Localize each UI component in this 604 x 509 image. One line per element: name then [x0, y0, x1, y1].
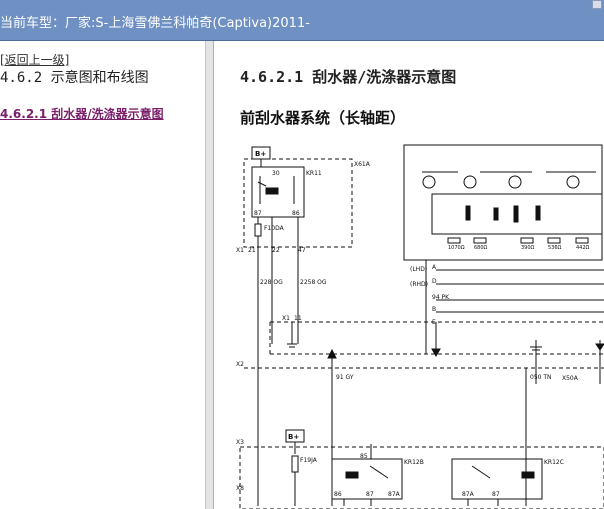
nav-section-heading: 4.6.2 示意图和布线图 — [0, 70, 149, 86]
window-title: 当前车型：厂家:S-上海雪佛兰科帕奇(Captiva)2011- — [0, 16, 310, 31]
b-plus-label-top: B+ — [255, 150, 266, 158]
x50a-label: X50A — [562, 375, 579, 382]
window-title-bar: 当前车型：厂家:S-上海雪佛兰科帕奇(Captiva)2011- — [0, 0, 604, 41]
resistor-4-label: 536Ω — [548, 245, 562, 251]
pin-47-label: 47 — [298, 247, 306, 254]
wire-050-label: 050 TN — [530, 374, 552, 381]
resistor-2-label: 680Ω — [474, 245, 488, 251]
x50a-fuse-box — [239, 446, 604, 509]
resistor-5-label: 442Ω — [576, 245, 590, 251]
document-content: 4.6.2.1 刮水器/洗涤器示意图 前刮水器系统（长轴距） — [214, 41, 604, 509]
pin-21-label: 21 — [248, 247, 256, 254]
pin-30-label: 30 — [272, 170, 280, 177]
x1-top-label: X1 — [236, 247, 244, 254]
resistor-row — [447, 237, 589, 244]
wire-94-label: 94 PK — [432, 294, 450, 301]
f10da-label: F10DA — [264, 225, 285, 232]
x61a-label: X61A — [354, 161, 371, 168]
pin-86-mid-label: 86 — [334, 491, 342, 498]
b-plus-label-mid: B+ — [288, 433, 299, 441]
kr11-relay — [251, 166, 305, 218]
rhd-label: (RHD) — [410, 281, 428, 288]
nav-link-wiper-schematic[interactable]: 4.6.2.1 刮水器/洗涤器示意图 — [0, 107, 164, 121]
f19ja-label: F19JA — [300, 457, 318, 464]
resistor-3-label: 390Ω — [521, 245, 535, 251]
pin-85-label: 85 — [360, 453, 368, 460]
pane-splitter[interactable] — [205, 41, 214, 509]
pin-87-mid-label: 87 — [366, 491, 374, 498]
pin-87-label: 87 — [254, 210, 262, 217]
pin-22-label: 22 — [272, 247, 280, 254]
x3-label: X3 — [236, 439, 244, 446]
kr12b-label: KR12B — [404, 459, 424, 466]
kr12c-label: KR12C — [544, 459, 564, 466]
x8-label: X8 — [236, 485, 244, 492]
pin-87a-label: 87A — [388, 491, 401, 498]
section-title: 4.6.2.1 刮水器/洗涤器示意图 — [240, 68, 457, 86]
terminal-a-label: A — [432, 264, 437, 271]
x1-label: X1 — [282, 315, 290, 322]
wire-2258-label: 2258 OG — [300, 279, 327, 286]
diagram-subtitle: 前刮水器系统（长轴距） — [240, 109, 406, 127]
wiring-diagram: B+ X61A KR11 30 87 86 F10DA X1 21 22 47 … — [236, 144, 604, 509]
resistor-1-label: 1070Ω — [448, 245, 465, 251]
kr12c-relay — [451, 458, 543, 500]
terminal-d-label: D — [432, 278, 437, 285]
pin-87a-right-label: 87A — [462, 491, 475, 498]
f10da-fuse — [254, 223, 262, 237]
back-link[interactable]: [返回上一级] — [0, 53, 70, 67]
kr11-label: KR11 — [306, 170, 322, 177]
pin-87-right-label: 87 — [492, 491, 500, 498]
window-control-button[interactable] — [592, 0, 602, 9]
wiper-motor-box — [403, 144, 603, 261]
pin-11-label: 11 — [294, 315, 302, 322]
wire-228-label: 228 OG — [260, 279, 283, 286]
x2-label: X2 — [236, 361, 244, 368]
terminal-e-label: E — [432, 319, 436, 326]
resistor-panel — [431, 193, 603, 235]
pin-86-label: 86 — [292, 210, 300, 217]
wire-91-label: 91 GY — [336, 374, 354, 381]
kr12b-relay — [331, 458, 403, 500]
f19ja-fuse — [291, 455, 299, 473]
terminal-b-label: B — [432, 306, 436, 313]
navigation-pane: [返回上一级] 4.6.2 示意图和布线图 4.6.2.1 刮水器/洗涤器示意图 — [0, 41, 205, 509]
lhd-label: (LHD) — [410, 266, 427, 273]
